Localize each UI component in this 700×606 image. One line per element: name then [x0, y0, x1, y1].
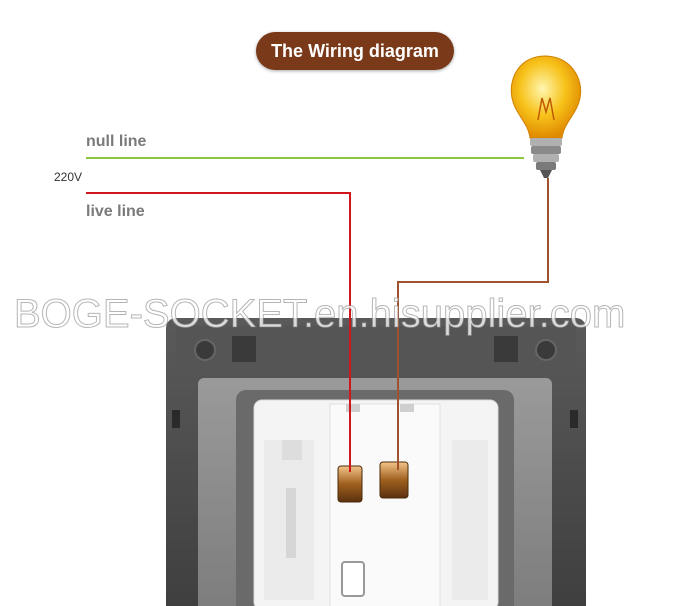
- screw-hole-right: [535, 339, 557, 361]
- earth-slot: [341, 561, 365, 597]
- terminal-lamp: [379, 461, 409, 499]
- frame-clip: [232, 336, 256, 362]
- diagram-title: The Wiring diagram: [256, 32, 454, 70]
- light-bulb-icon: [510, 55, 582, 178]
- lamp-wire: [397, 178, 549, 470]
- wires: [86, 157, 549, 472]
- live-line-label: live line: [86, 203, 145, 220]
- frame-clip: [494, 336, 518, 362]
- null-line-label: null line: [86, 133, 147, 150]
- live-wire: [86, 192, 351, 472]
- voltage-label: 220V: [54, 170, 83, 184]
- screw-hole-left: [194, 339, 216, 361]
- socket-module: [253, 399, 499, 606]
